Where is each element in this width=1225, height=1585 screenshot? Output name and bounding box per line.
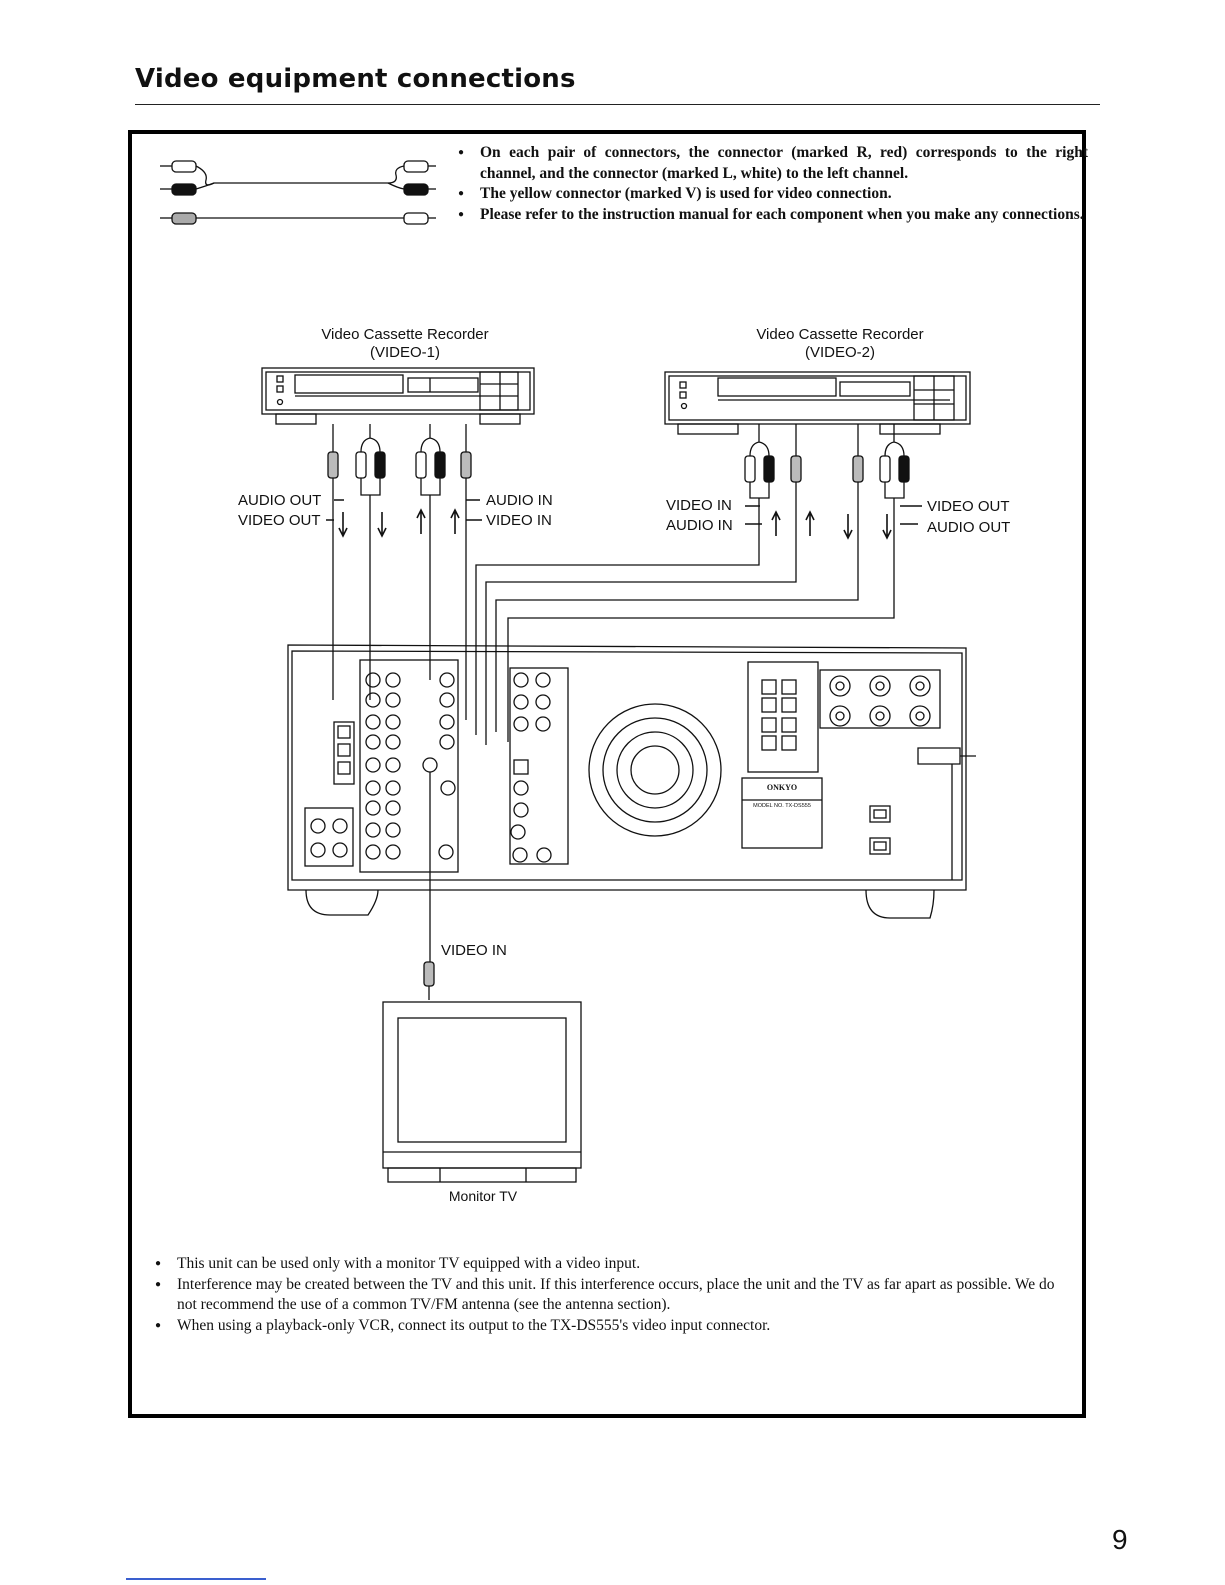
vcr2-audio-out-label: AUDIO OUT — [927, 519, 1011, 536]
content-frame — [128, 130, 1086, 1418]
monitor-tv — [382, 1001, 582, 1183]
note-bottom-item: This unit can be used only with a monito… — [155, 1254, 1075, 1275]
vcr2-plugs — [475, 424, 910, 745]
cable-legend-audio — [160, 160, 436, 196]
vcr2-sub: (VIDEO-2) — [804, 344, 875, 361]
vcr1-video-out-label: VIDEO OUT — [238, 512, 321, 529]
vcr1-video-in-label: VIDEO IN — [486, 512, 552, 529]
brand-logo: ONKYO — [766, 783, 798, 792]
vcr2-unit — [664, 371, 971, 435]
vcr1-plugs — [327, 424, 472, 720]
notes-bottom: This unit can be used only with a monito… — [155, 1254, 1075, 1336]
note-top-item: Please refer to the instruction manual f… — [458, 205, 1088, 226]
title-rule — [135, 104, 1100, 105]
note-top-item: The yellow connector (marked V) is used … — [458, 184, 1088, 205]
vcr1-name: Video Cassette Recorder — [321, 326, 489, 343]
vcr1-unit — [261, 367, 535, 425]
vcr1-audio-out-label: AUDIO OUT — [238, 492, 322, 509]
vcr2-video-out-label: VIDEO OUT — [927, 498, 1010, 515]
vcr1-audio-in-label: AUDIO IN — [486, 492, 553, 509]
receiver-unit — [287, 644, 976, 919]
vcr2-name: Video Cassette Recorder — [756, 326, 924, 343]
note-bottom-item: Interference may be created between the … — [155, 1275, 1075, 1316]
vcr1-sub: (VIDEO-1) — [369, 344, 440, 361]
vcr2-audio-in-label: AUDIO IN — [666, 517, 733, 534]
note-top-item: On each pair of connectors, the connecto… — [458, 143, 1088, 184]
notes-top: On each pair of connectors, the connecto… — [458, 143, 1088, 225]
tv-video-in-label: VIDEO IN — [441, 942, 507, 959]
vcr2-video-in-label: VIDEO IN — [666, 497, 732, 514]
monitor-tv-label: Monitor TV — [448, 1188, 518, 1204]
footer-link-bar — [126, 1578, 266, 1580]
note-bottom-item: When using a playback-only VCR, connect … — [155, 1316, 1075, 1337]
page-number: 9 — [1112, 1524, 1128, 1555]
signal-arrows — [326, 499, 922, 540]
cable-legend-video — [160, 212, 436, 225]
page-title: Video equipment connections — [135, 64, 576, 94]
model-label: MODEL NO. TX-DS555 — [753, 803, 811, 809]
tv-cable — [423, 772, 435, 1000]
